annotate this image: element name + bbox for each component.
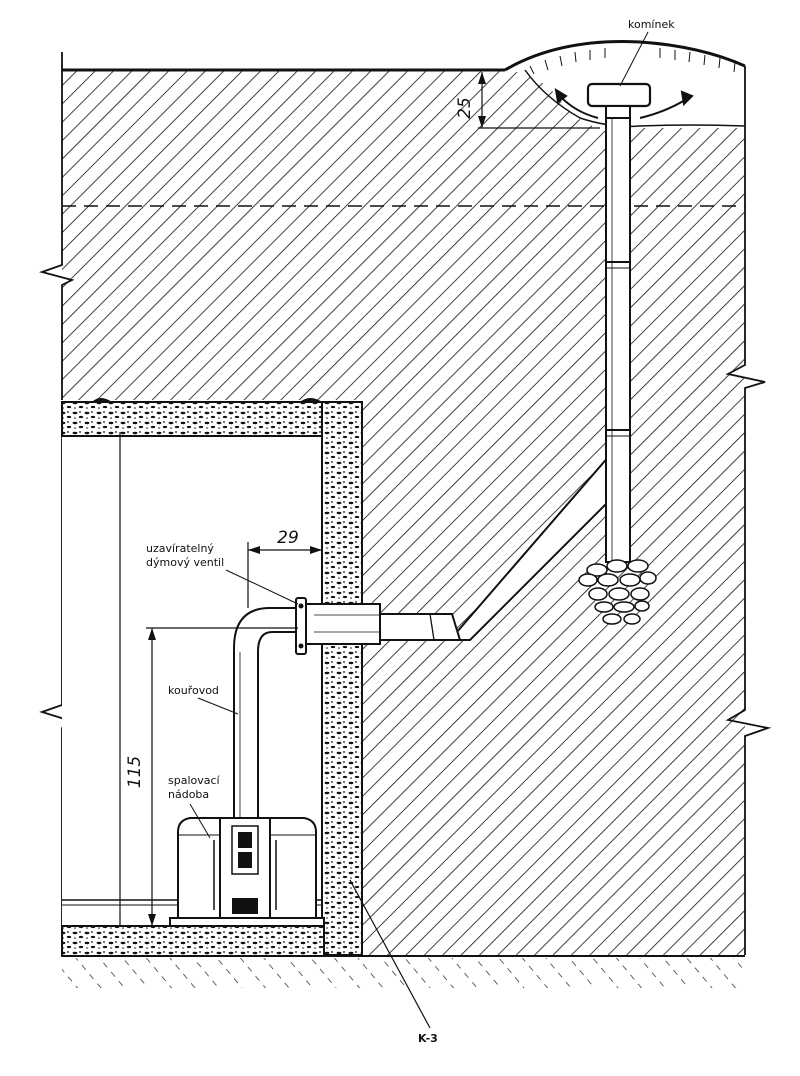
- label-section-group: K-3: [349, 879, 438, 1045]
- dimension-wall-offset: 29: [247, 528, 322, 608]
- air-flow-arrows: [554, 88, 694, 119]
- dimension-cover-depth: 25: [455, 72, 600, 129]
- label-vessel-group: spalovací nádoba: [162, 772, 226, 839]
- label-chimney-group: komínek: [619, 16, 678, 87]
- label-vessel-line2: nádoba: [168, 788, 209, 801]
- gravel-pile: [578, 559, 657, 625]
- label-flue-group: kouřovod: [164, 682, 239, 715]
- chimney-pipe: [605, 111, 631, 563]
- ground-base: [62, 955, 745, 988]
- dimension-29-label: 29: [277, 528, 299, 548]
- chimney-cap: [586, 82, 652, 119]
- label-vessel-line1: spalovací: [168, 774, 221, 787]
- dimension-115-label: 115: [125, 756, 145, 788]
- smoke-valve: [295, 597, 307, 655]
- label-flue: kouřovod: [168, 684, 219, 697]
- dimension-flue-height: 115: [119, 432, 298, 926]
- label-valve-line2: dýmový ventil: [146, 556, 224, 569]
- label-valve-group: uzavíratelný dýmový ventil: [142, 540, 299, 605]
- combustion-vessel: [169, 817, 325, 927]
- dimension-25-label: 25: [455, 97, 475, 119]
- label-section: K-3: [418, 1032, 438, 1045]
- wall-passthrough-pipe: [301, 603, 462, 645]
- label-valve-line1: uzavíratelný: [146, 542, 214, 555]
- label-chimney: komínek: [628, 18, 675, 31]
- earth-fill: [62, 70, 745, 955]
